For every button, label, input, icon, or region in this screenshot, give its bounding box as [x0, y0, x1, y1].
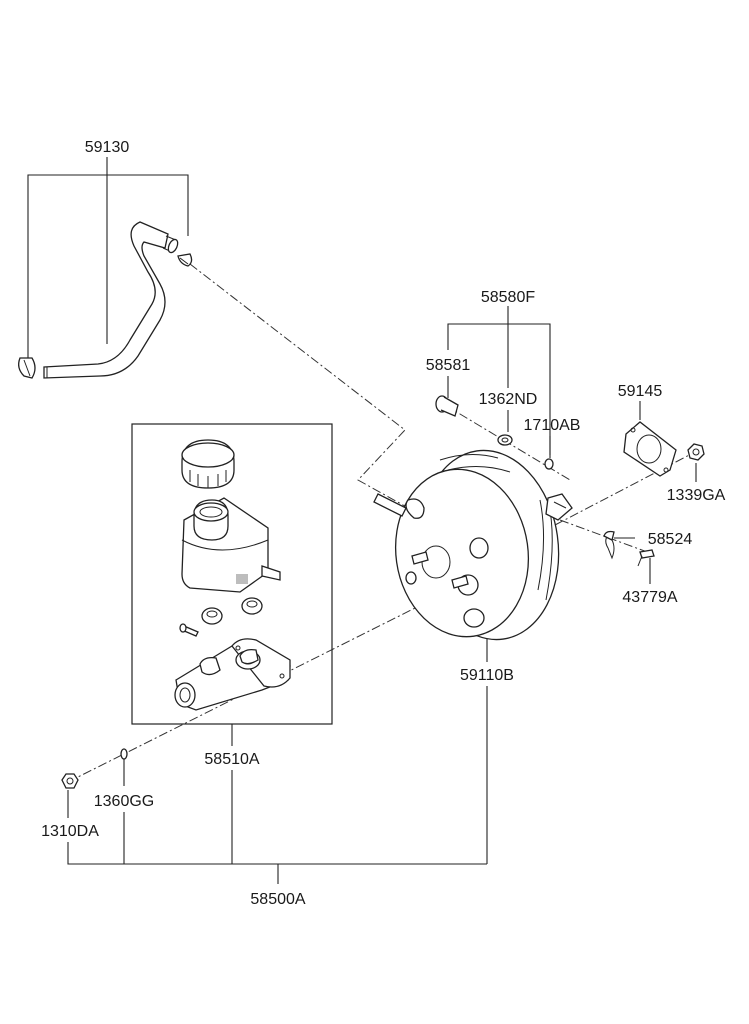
hose-clamp-right [177, 253, 193, 267]
hose-clamp-left [18, 357, 36, 379]
label-booster: 59110B [460, 667, 514, 684]
label-check-valve-kit: 58580F [481, 289, 535, 306]
label-o-ring: 1710AB [524, 417, 581, 434]
reservoir-pin [179, 623, 199, 637]
vacuum-hose [43, 221, 179, 379]
label-clevis-pin: 43779A [622, 589, 677, 606]
master-cylinder-frame [131, 423, 333, 725]
booster-gasket [623, 421, 677, 477]
label-assembly: 58500A [250, 891, 305, 908]
part-labels: 59130 58580F 58581 1362ND 1710AB 59145 1… [41, 139, 726, 908]
valve-bolt [435, 395, 459, 417]
label-master-cylinder: 58510A [204, 751, 259, 768]
label-nut-left: 1310DA [41, 823, 99, 840]
master-cylinder [174, 638, 291, 711]
reservoir-grommets [201, 597, 263, 625]
label-clip: 58524 [648, 531, 693, 548]
label-gasket-ring: 1362ND [479, 391, 538, 408]
label-valve-bolt: 58581 [426, 357, 471, 374]
label-booster-gasket: 59145 [618, 383, 663, 400]
nut-left [61, 773, 79, 789]
clip [603, 530, 615, 560]
center-lines [67, 263, 696, 783]
brake-booster [373, 449, 573, 641]
label-nut-right: 1339GA [667, 487, 726, 504]
leader-lines [27, 157, 697, 884]
reservoir [181, 497, 281, 593]
clevis-pin [637, 549, 655, 567]
label-hose: 59130 [85, 139, 130, 156]
label-washer: 1360GG [94, 793, 154, 810]
nut-right [687, 443, 705, 461]
o-ring [544, 458, 554, 470]
gasket-ring [497, 434, 513, 446]
reservoir-cap [181, 439, 235, 489]
washer [120, 748, 128, 760]
